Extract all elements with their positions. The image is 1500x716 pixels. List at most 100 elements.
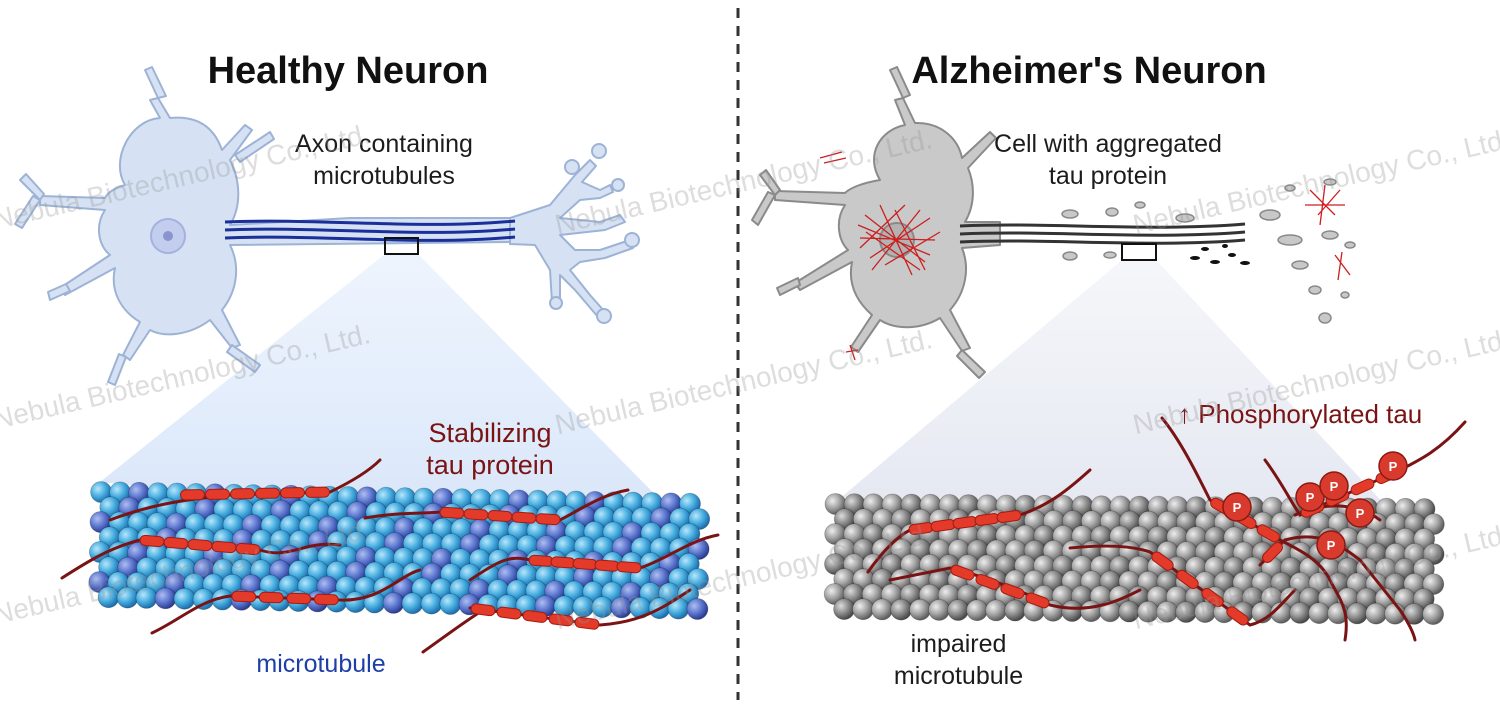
tau-label-line1: Stabilizing: [428, 418, 552, 448]
tubulin-bead: [1346, 602, 1368, 625]
tubulin-bead: [1289, 602, 1311, 624]
tau-segment: [535, 513, 561, 526]
tubulin-bead: [1422, 573, 1445, 595]
tubulin-bead: [1175, 601, 1197, 623]
axon-caption-line2: microtubules: [313, 162, 455, 190]
tubulin-bead: [871, 598, 893, 621]
phosphate-label: P: [1330, 479, 1339, 494]
tubulin-bead: [610, 596, 633, 619]
cell-caption-line1: Cell with aggregated: [994, 130, 1222, 158]
tubulin-bead: [1194, 601, 1216, 623]
zoom-cone-healthy: [100, 254, 700, 540]
phosphate-circle: [1316, 530, 1346, 560]
tau-segment: [1226, 606, 1249, 626]
tubulin-bead: [1422, 543, 1445, 565]
tau-segment: [1256, 524, 1280, 543]
microtubule-label: microtubule: [256, 650, 386, 678]
zoom-box-alzheimers: [1121, 243, 1157, 261]
tubulin-bead: [439, 593, 462, 615]
tau-segment: [230, 488, 255, 500]
phosphate-label: P: [1233, 500, 1242, 515]
tau-segment: [231, 590, 257, 603]
phosphate-label: P: [1327, 538, 1336, 553]
tubulin-bead: [173, 587, 196, 610]
tau-segment: [187, 538, 213, 552]
tau-segment: [211, 540, 237, 554]
tau-segment: [280, 487, 305, 499]
tubulin-bead: [1156, 600, 1178, 623]
tau-segment: [470, 603, 496, 617]
tubulin-bead: [686, 598, 709, 620]
impaired-label-line2: microtubule: [893, 662, 1024, 690]
tau-segment: [258, 591, 284, 604]
phosphate-label: P: [1356, 506, 1365, 521]
tau-segment: [616, 561, 642, 574]
tubulin-bead: [97, 586, 120, 609]
alzheimers-neuron: [751, 66, 1001, 379]
tubulin-bead: [1308, 602, 1330, 624]
tubulin-bead: [135, 587, 158, 609]
tau-segment: [496, 606, 522, 620]
tubulin-bead: [116, 586, 139, 609]
tubulin-bead: [344, 591, 367, 613]
tubulin-bead: [928, 599, 950, 621]
tubulin-bead: [1118, 600, 1140, 623]
tau-segment: [511, 511, 537, 524]
tau-segment: [139, 534, 165, 548]
tau-segment: [1025, 592, 1050, 609]
tau-segment: [487, 510, 513, 522]
tubulin-bead: [1080, 600, 1102, 623]
tau-segment: [235, 542, 261, 556]
dendrite-tips: [549, 143, 640, 324]
tubulin-bead: [591, 596, 614, 618]
tau-segment: [1151, 551, 1174, 571]
phosphorylated-tau-label: ↑ Phosphorylated tau: [1178, 399, 1423, 429]
tau-segment: [950, 564, 975, 581]
tau-segment: [1000, 583, 1025, 600]
tau-segment: [205, 488, 230, 500]
impaired-label-line1: impaired: [910, 630, 1007, 658]
tubulin-bead: [420, 592, 443, 615]
tubulin-bead: [687, 568, 709, 590]
tau-segment: [180, 489, 205, 501]
tau-segment: [574, 616, 600, 630]
tau-segment: [163, 536, 189, 550]
tau-segment: [1201, 587, 1224, 608]
tubulin-bead: [947, 599, 969, 621]
dark-aggregates: [1190, 244, 1250, 265]
tau-segment: [996, 510, 1022, 523]
tau-segment: [1176, 569, 1199, 590]
tau-segment: [550, 556, 576, 569]
axon-caption-line1: Axon containing: [295, 130, 473, 158]
tau-segment: [1350, 478, 1375, 496]
cell-caption-line2: tau protein: [1048, 162, 1168, 190]
tau-segment: [255, 487, 280, 499]
tau-segment: [463, 508, 489, 521]
axon-caption: Axon containing microtubules: [264, 128, 504, 192]
tubulin-bead: [833, 598, 855, 620]
healthy-title: Healthy Neuron: [207, 50, 489, 92]
tau-segment: [305, 486, 330, 498]
phosphate-circle: [1378, 451, 1408, 481]
tubulin-bead: [966, 599, 988, 622]
phosphate-label: P: [1389, 459, 1398, 474]
tubulin-bead: [1004, 599, 1026, 622]
tau-segment: [313, 593, 339, 606]
tubulin-bead: [1422, 513, 1445, 535]
tubulin-bead: [1137, 600, 1159, 623]
phosphate-label: P: [1306, 490, 1315, 505]
phosphate-circle: [1222, 492, 1252, 522]
tau-tangles: [819, 151, 1351, 361]
tubulin-bead: [985, 599, 1007, 622]
axon-debris: [1061, 178, 1356, 324]
tau-segment: [975, 573, 1000, 590]
tau-protein-segments: [139, 486, 642, 630]
zoom-box-healthy: [384, 237, 419, 255]
nucleolus: [163, 231, 173, 241]
alzheimers-title: Alzheimer's Neuron: [911, 50, 1267, 92]
cell-caption: Cell with aggregated tau protein: [958, 128, 1258, 192]
tau-segment: [1262, 542, 1283, 563]
tubulin-bead: [1365, 602, 1387, 625]
